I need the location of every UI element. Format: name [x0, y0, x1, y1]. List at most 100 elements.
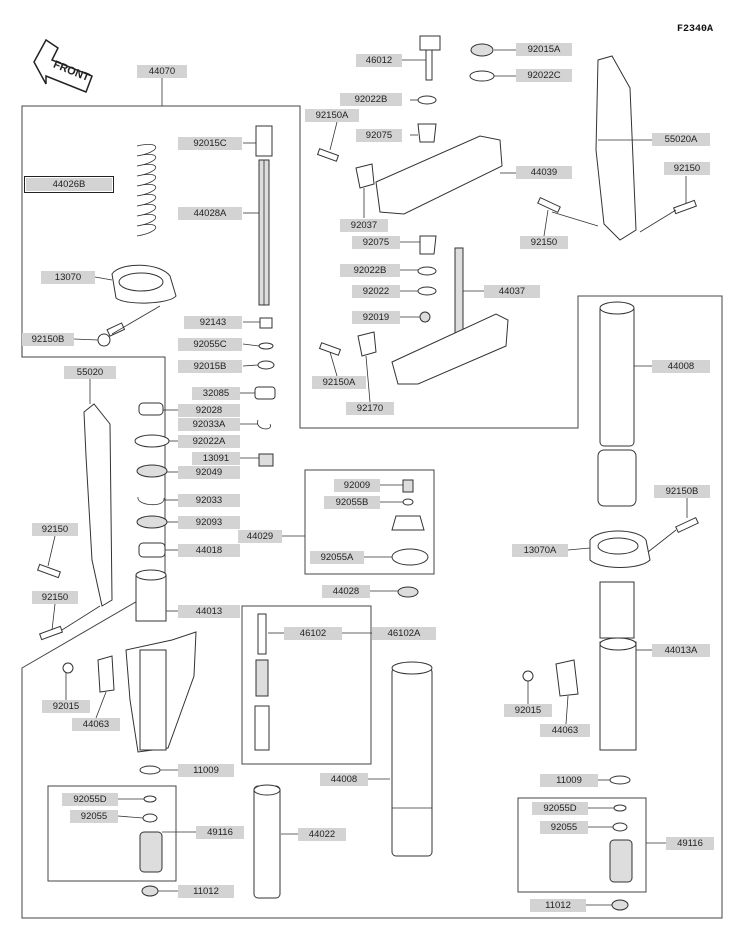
bolt-11012-right	[611, 899, 629, 911]
label-92009: 92009	[334, 479, 380, 492]
box-49116-right	[517, 797, 647, 893]
label-92150-l1: 92150	[32, 523, 78, 536]
washer-92022C	[469, 70, 495, 82]
label-92015B: 92015B	[178, 360, 242, 373]
label-92150-l2: 92150	[32, 591, 78, 604]
circlip-92033A	[257, 419, 271, 430]
label-92055-right: 92055	[540, 821, 588, 834]
label-44008-bottom: 44008	[320, 773, 368, 786]
label-92019: 92019	[352, 311, 400, 324]
nut-92015A-top	[470, 43, 494, 57]
label-11012-left: 11012	[178, 885, 234, 898]
cap-44029	[391, 515, 425, 531]
seal-92028	[138, 402, 164, 416]
bolt-92150A-top	[316, 148, 340, 162]
label-92022A: 92022A	[178, 435, 240, 448]
bolt-92009	[402, 479, 414, 493]
steering-stem-bolt	[419, 35, 441, 81]
label-49116-right: 49116	[666, 837, 714, 850]
label-44039: 44039	[516, 166, 572, 179]
front-direction-marker: FRONT	[33, 38, 93, 93]
damper-rod	[255, 125, 273, 306]
washer-11009-right	[609, 775, 631, 785]
bolt-11012-left	[141, 885, 159, 897]
part-44022	[253, 784, 281, 899]
label-92093: 92093	[178, 516, 240, 529]
rod-46102	[254, 613, 270, 751]
bolt-92150-l2	[38, 625, 64, 641]
holder-44063-left	[97, 655, 115, 693]
outer-tube-44013A	[599, 581, 637, 751]
holder-44063-right	[555, 659, 579, 697]
label-92075-top: 92075	[356, 129, 402, 142]
label-44028: 44028	[322, 585, 370, 598]
label-92150B-left: 92150B	[22, 333, 74, 346]
dust-seal-92093	[136, 515, 168, 529]
label-44018: 44018	[178, 544, 240, 557]
lower-triple-clamp-44037	[391, 247, 509, 385]
label-92015-right: 92015	[504, 704, 552, 717]
label-92055C: 92055C	[178, 338, 242, 351]
label-92055D-right: 92055D	[532, 802, 588, 815]
fork-guard-55020A	[595, 55, 637, 241]
clip-92033	[137, 496, 165, 506]
label-92022: 92022	[352, 285, 400, 298]
oring-92055D-right	[613, 804, 627, 812]
bolt-92150A-mid	[318, 342, 342, 356]
ring-92015B	[257, 360, 275, 370]
label-32085: 32085	[192, 387, 240, 400]
washer-92022	[417, 286, 437, 296]
fork-clamp-13070	[111, 264, 177, 304]
label-92055D-left: 92055D	[62, 793, 118, 806]
label-44022: 44022	[298, 828, 346, 841]
label-92033A: 92033A	[178, 418, 240, 431]
label-92015-left: 92015	[42, 700, 90, 713]
label-44026B: 44026B	[24, 176, 114, 193]
label-92022B-top: 92022B	[340, 93, 402, 106]
oring-92055-right	[612, 822, 628, 832]
inner-tube-44008-right	[597, 301, 637, 507]
washer-92022B-top	[417, 95, 437, 105]
valve-49116-left	[139, 831, 163, 873]
label-13070: 13070	[41, 271, 95, 284]
bolt-92150-l1	[36, 563, 62, 579]
label-92150B-right: 92150B	[654, 485, 710, 498]
collar-92075-mid	[419, 235, 437, 255]
label-13091: 13091	[192, 452, 240, 465]
ring-92055C	[258, 342, 274, 350]
oil-seal-92049	[136, 464, 168, 478]
label-92033: 92033	[178, 494, 240, 507]
fork-spring	[136, 144, 157, 237]
washer-92022A	[134, 434, 170, 448]
box-44029	[304, 469, 435, 575]
part-44028	[397, 586, 419, 598]
bracket-92170	[357, 331, 377, 357]
label-92055-left: 92055	[70, 810, 118, 823]
fork-clamp-13070A	[589, 530, 651, 568]
washer-11009-left	[139, 765, 161, 775]
bracket-92037	[355, 163, 375, 189]
label-92055A: 92055A	[310, 551, 364, 564]
diagram-code: F2340A	[677, 24, 714, 35]
bushing-44018	[138, 542, 166, 558]
leader-lines	[47, 49, 688, 906]
nut-92019	[419, 311, 431, 323]
label-44008-right: 44008	[652, 360, 710, 373]
label-49116-left: 49116	[196, 826, 244, 839]
label-92150-r: 92150	[520, 236, 568, 249]
label-44070: 44070	[137, 65, 187, 78]
bolt-92150B-left	[97, 322, 126, 347]
plug-13091	[258, 453, 274, 467]
label-44063-left: 44063	[72, 718, 120, 731]
label-55020: 55020	[64, 366, 116, 379]
label-11012-right: 11012	[530, 899, 586, 912]
label-44063-right: 44063	[540, 724, 590, 737]
label-92028: 92028	[178, 404, 240, 417]
upper-triple-clamp-44039	[375, 135, 503, 215]
label-11009-left: 11009	[178, 764, 234, 777]
inner-tube-44008-center	[391, 661, 433, 857]
label-46102: 46102	[284, 627, 342, 640]
label-44037: 44037	[484, 285, 540, 298]
nut-92015-right	[522, 670, 534, 682]
